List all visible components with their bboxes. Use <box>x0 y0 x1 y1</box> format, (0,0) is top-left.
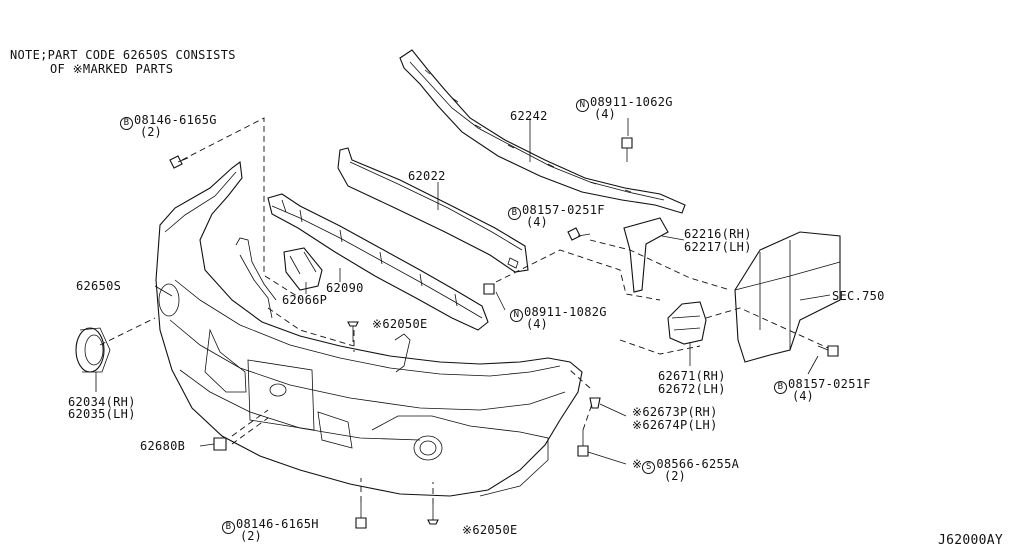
nut-prefix-icon: N <box>510 309 523 322</box>
label-62650S[interactable]: 62650S <box>76 279 122 293</box>
label-62216[interactable]: 62216(RH) <box>684 227 752 241</box>
label-62674P[interactable]: ※62674P(LH) <box>632 418 718 432</box>
part-code: 08911-1082G <box>524 305 607 319</box>
label-62217[interactable]: 62217(LH) <box>684 240 752 254</box>
screw-prefix-icon: S <box>642 461 656 474</box>
qty-08566-6255A: (2) <box>664 469 686 483</box>
body-member-sec750-drawing <box>734 231 841 363</box>
label-62050E-top[interactable]: ※62050E <box>372 317 428 331</box>
bracket-62671-drawing <box>667 301 707 345</box>
note-line-1: NOTE;PART CODE 62650S CONSISTS <box>10 48 236 62</box>
bolt-prefix-icon: B <box>120 117 133 130</box>
label-62022[interactable]: 62022 <box>408 169 446 183</box>
label-62242[interactable]: 62242 <box>510 109 548 123</box>
label-sec-750[interactable]: SEC.750 <box>832 289 885 303</box>
qty-08146-6165G: (2) <box>140 125 162 139</box>
part-code: 08146-6165G <box>134 113 217 127</box>
label-62671[interactable]: 62671(RH) <box>658 369 726 383</box>
qty-08146-6165H: (2) <box>240 529 262 543</box>
bracket-62066P-drawing <box>283 247 323 291</box>
reinforcement-62022-drawing <box>337 147 529 273</box>
label-62090[interactable]: 62090 <box>326 281 364 295</box>
qty-08157-0251F-top: (4) <box>526 215 548 229</box>
leader-lines <box>95 118 831 465</box>
bolt-prefix-icon: B <box>222 521 235 534</box>
label-62673P[interactable]: ※62673P(RH) <box>632 405 718 419</box>
part-code: 08566-6255A <box>656 457 740 471</box>
fog-lamp-62034-drawing <box>75 327 111 373</box>
reinforcement-62242-drawing <box>399 49 686 214</box>
diagram-code: J62000AY <box>938 533 1004 548</box>
qty-08157-0251F-bot: (4) <box>792 389 814 403</box>
part-code: 08157-0251F <box>788 377 871 391</box>
absorber-62090-drawing <box>267 193 489 331</box>
bolt-prefix-icon: B <box>508 207 521 220</box>
label-62050E-bot[interactable]: ※62050E <box>462 523 518 537</box>
bracket-62216-drawing <box>623 217 669 293</box>
bumper-fascia-62650S-drawing <box>155 160 583 497</box>
qty-08911-1062G: (4) <box>594 107 616 121</box>
label-62035[interactable]: 62035(LH) <box>68 407 136 421</box>
mark-symbol: ※ <box>632 457 643 471</box>
part-code: 08146-6165H <box>236 517 319 531</box>
fasteners-drawing <box>169 137 839 529</box>
part-code: 08157-0251F <box>522 203 605 217</box>
note-line-2: OF ※MARKED PARTS <box>50 62 174 76</box>
label-62672[interactable]: 62672(LH) <box>658 382 726 396</box>
part-code: 08911-1062G <box>590 95 673 109</box>
label-62034[interactable]: 62034(RH) <box>68 395 136 409</box>
label-62680B[interactable]: 62680B <box>140 439 186 453</box>
bolt-prefix-icon: B <box>774 381 787 394</box>
label-62066P[interactable]: 62066P <box>282 293 328 307</box>
qty-08911-1082G: (4) <box>526 317 548 331</box>
assembly-lines <box>99 117 829 504</box>
nut-prefix-icon: N <box>576 99 589 112</box>
